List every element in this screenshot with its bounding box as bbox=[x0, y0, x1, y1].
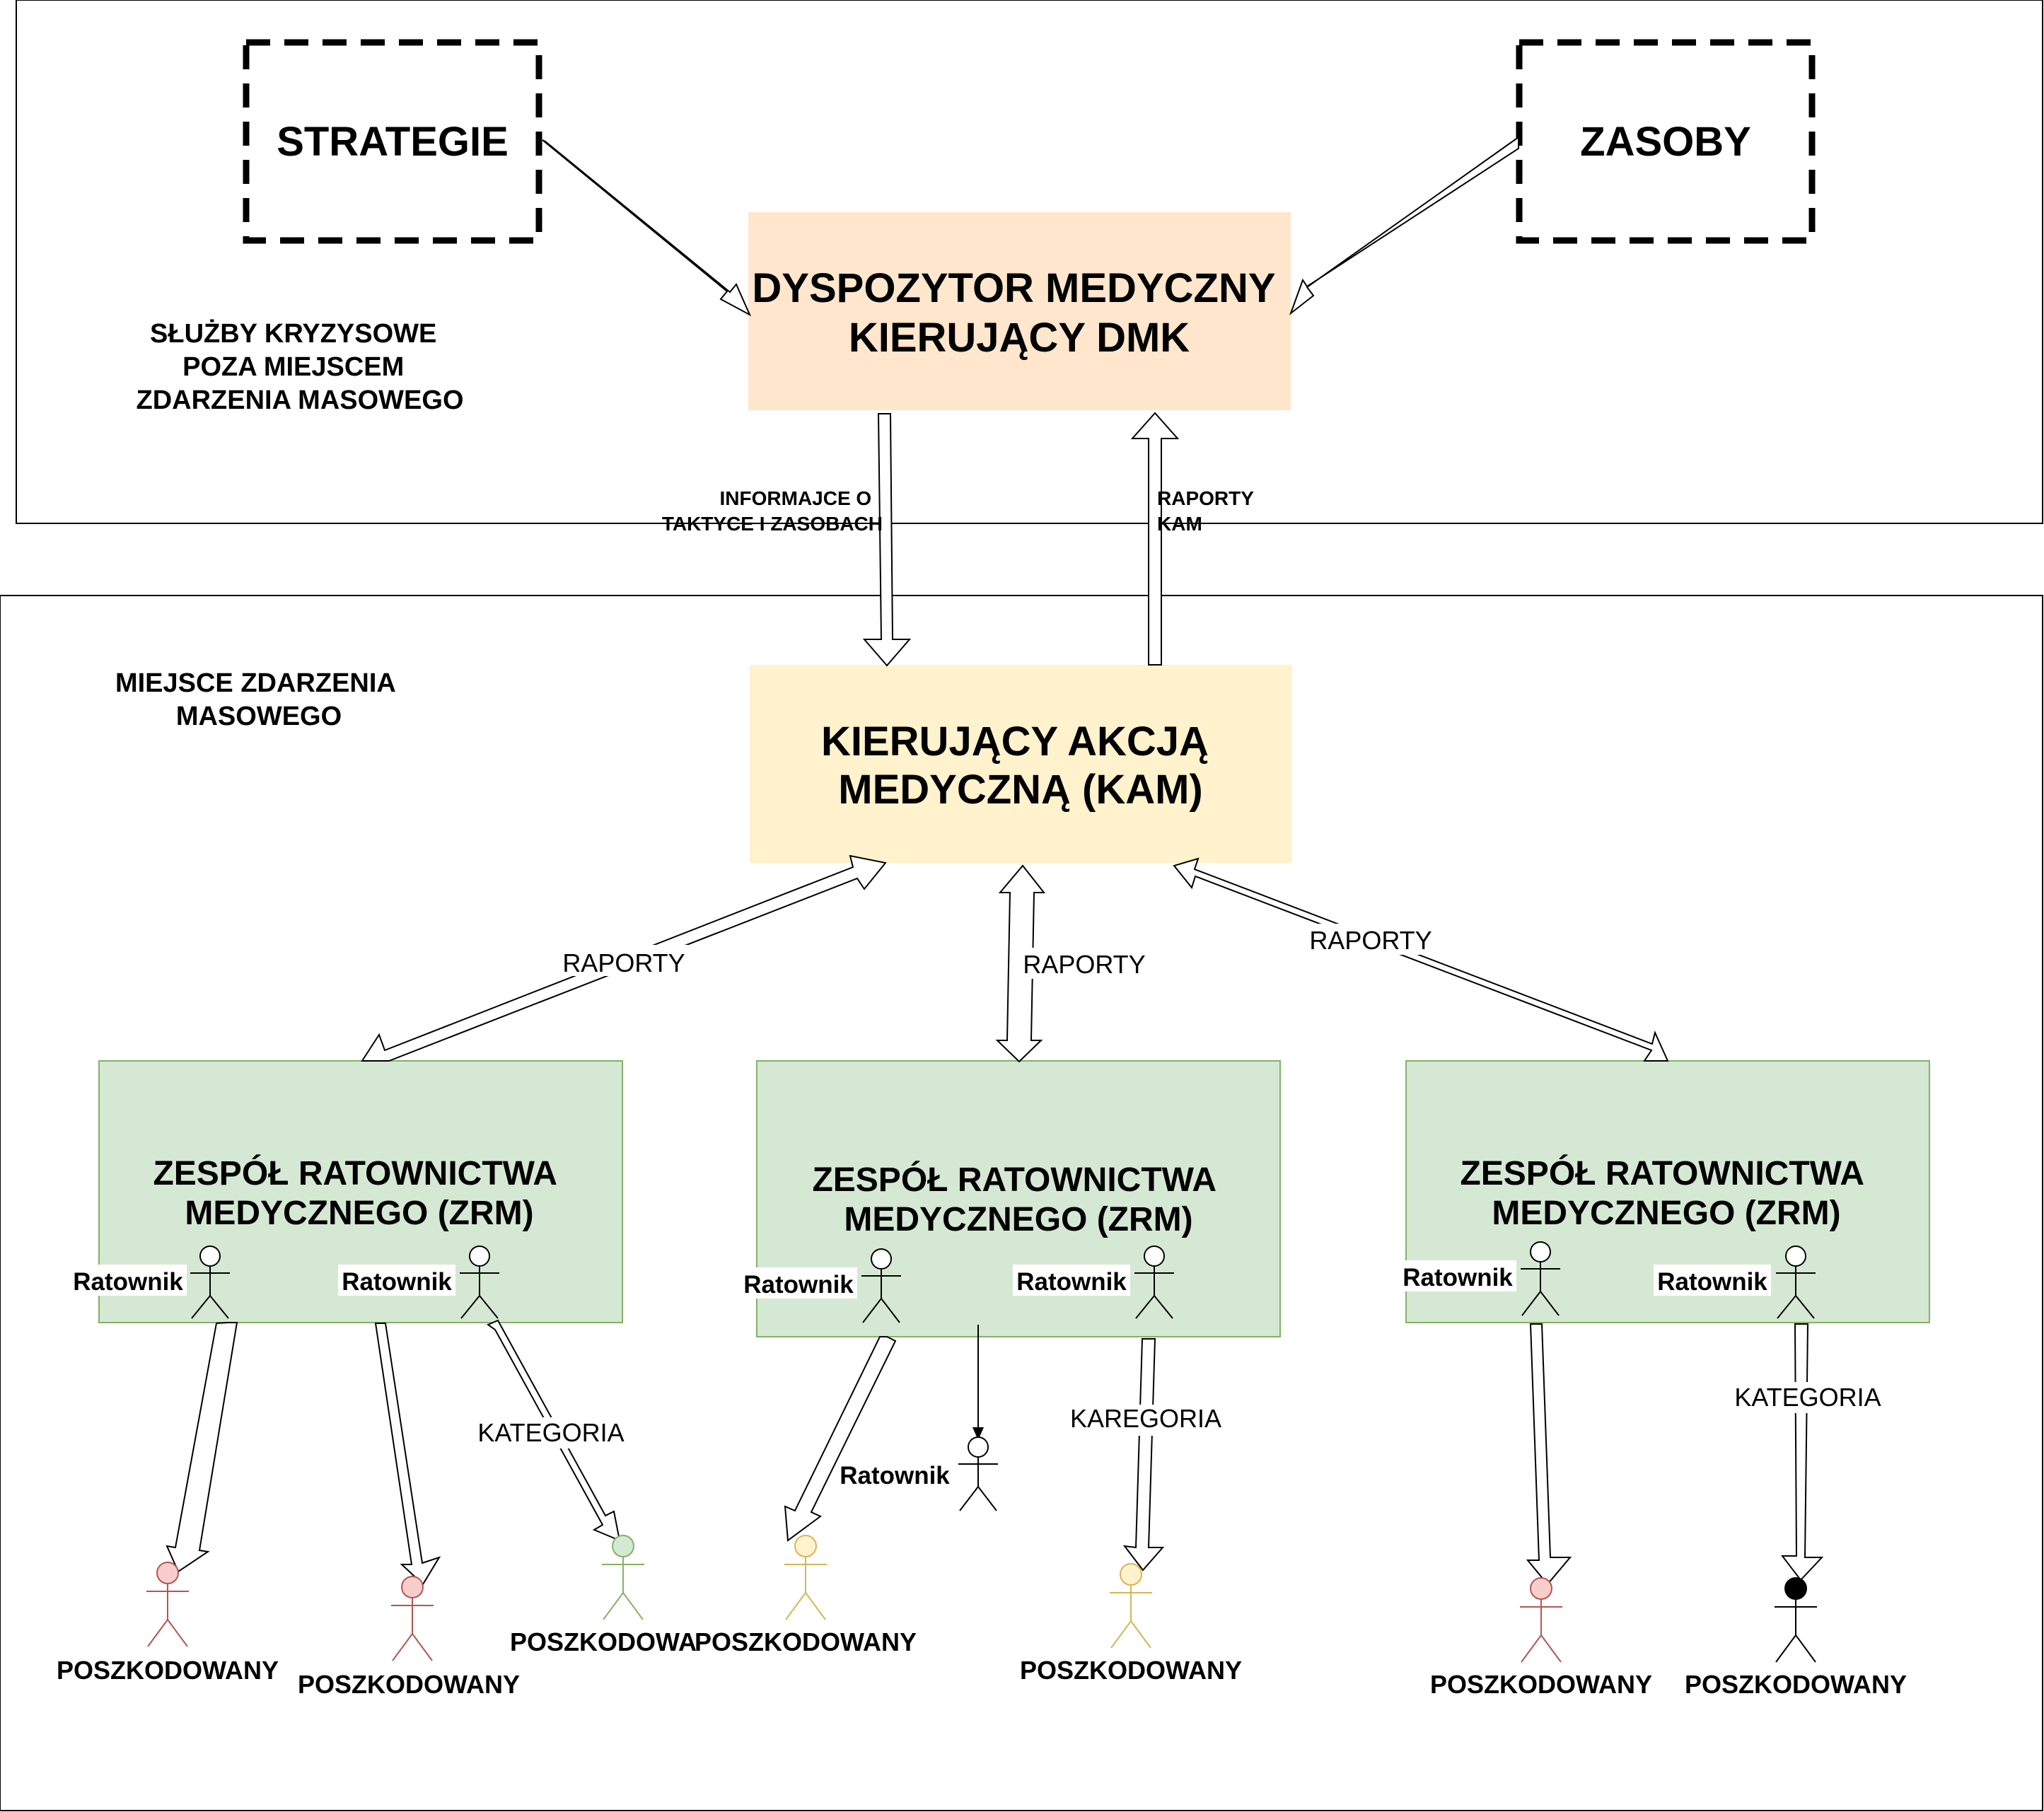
victim-label: POSZKODOWANY bbox=[510, 1627, 732, 1656]
victim-label: POSZKODOWANY bbox=[298, 1670, 520, 1699]
scene-area-frame bbox=[0, 595, 2043, 1811]
ratownik-figure bbox=[1134, 1245, 1174, 1319]
arrow-zrm1-r2-victim bbox=[374, 1323, 441, 1586]
raporty-label-1-bg bbox=[559, 945, 689, 976]
raporty-label-2: RAPORTY bbox=[1023, 950, 1145, 979]
zrm-label-3: ZESPÓŁ RATOWNICTWA MEDYCZNEGO (ZRM) bbox=[1460, 1154, 1872, 1232]
arrow-zasoby-to-dmk bbox=[1289, 136, 1519, 315]
extra-ratownik-label: Ratownik bbox=[840, 1462, 950, 1489]
ratownik-label: Ratownik bbox=[1016, 1268, 1127, 1296]
raporty-label-3: RAPORTY bbox=[1309, 926, 1432, 955]
kam-label: KIERUJĄCY AKCJĄ MEDYCZNĄ (KAM) bbox=[821, 719, 1220, 813]
kategoria-label-3-bg bbox=[1731, 1382, 1883, 1413]
victim-label: POSZKODOWANY bbox=[1430, 1670, 1652, 1699]
ratownik-label-bg bbox=[338, 1265, 455, 1296]
ratownik-label-bg bbox=[1013, 1265, 1130, 1296]
zasoby-label: ZASOBY bbox=[1580, 119, 1751, 165]
ratownik-label-bg bbox=[740, 1267, 857, 1299]
ratownik-label-bg bbox=[69, 1265, 187, 1296]
kam-box bbox=[750, 665, 1292, 863]
victim-label: POSZKODOWANY bbox=[695, 1627, 917, 1656]
ratownik-figure bbox=[190, 1245, 230, 1319]
strategie-label: STRATEGIE bbox=[277, 119, 509, 165]
ratownik-figure bbox=[1776, 1245, 1816, 1319]
raporty-kam-label: RAPORTY KAM bbox=[1157, 487, 1259, 535]
arrow-dmk-to-kam bbox=[862, 413, 912, 667]
victim-figure-green bbox=[602, 1535, 644, 1620]
ratownik-label: Ratownik bbox=[1403, 1264, 1513, 1291]
victim-label: POSZKODOWANY bbox=[1685, 1670, 1907, 1699]
arrow-zrm2-r1-victim bbox=[784, 1336, 897, 1542]
arrow-zrm3-kategoria bbox=[1780, 1323, 1824, 1581]
victim-figure-red bbox=[146, 1562, 189, 1647]
zrm-label-2: ZESPÓŁ RATOWNICTWA MEDYCZNEGO (ZRM) bbox=[812, 1160, 1224, 1238]
victim-figure-black bbox=[1775, 1577, 1817, 1663]
dmk-label: DYSPOZYTOR MEDYCZNY KIERUJĄCY DMK bbox=[752, 265, 1286, 361]
arrow-strategie-to-dmk bbox=[542, 139, 752, 317]
ratownik-label: Ratownik bbox=[1657, 1268, 1767, 1296]
raporty-label-3-bg bbox=[1306, 924, 1436, 955]
victim-label: POSZKODOWANY bbox=[57, 1656, 279, 1685]
info-label: INFORMAJCE O TAKTYCE I ZASOBACH bbox=[662, 487, 883, 535]
ratownik-label-bg bbox=[1399, 1260, 1516, 1291]
ratownik-label: Ratownik bbox=[342, 1268, 452, 1296]
outer-area-frame bbox=[16, 0, 2043, 524]
ratownik-figure bbox=[1521, 1241, 1560, 1316]
kategoria-label-2: KAREGORIA bbox=[1070, 1404, 1221, 1433]
raporty-label-2-bg bbox=[1020, 948, 1150, 979]
victim-label-bg bbox=[696, 1628, 915, 1659]
extra-ratownik-figure bbox=[958, 1436, 998, 1511]
victim-label: POSZKODOWANY bbox=[1020, 1656, 1242, 1685]
arrowhead-extra-ratownik bbox=[972, 1427, 984, 1440]
ratownik-figure bbox=[861, 1248, 901, 1323]
ratownik-label-bg bbox=[1654, 1265, 1771, 1296]
arrow-zrm3-r1-victim bbox=[1526, 1323, 1572, 1586]
kategoria-label-2-bg bbox=[1068, 1405, 1222, 1436]
dmk-box bbox=[748, 212, 1291, 410]
raporty-label-1: RAPORTY bbox=[562, 948, 685, 977]
arrow-zrm3-kam bbox=[1173, 857, 1669, 1062]
kategoria-label-1-bg bbox=[475, 1417, 627, 1448]
strategie-box bbox=[243, 39, 542, 244]
ratownik-figure bbox=[460, 1245, 499, 1319]
victim-figure-red bbox=[1520, 1577, 1562, 1663]
victim-figure-yellow bbox=[784, 1535, 827, 1620]
victim-figure-red bbox=[391, 1576, 434, 1661]
arrow-kam-to-dmk bbox=[1130, 412, 1180, 666]
ratownik-label: Ratownik bbox=[73, 1268, 183, 1296]
scene-area-label: MIEJSCE ZDARZENIA MASOWEGO bbox=[115, 668, 402, 731]
arrow-zrm2-karegoria bbox=[1122, 1338, 1165, 1572]
zrm-label-1: ZESPÓŁ RATOWNICTWA MEDYCZNEGO (ZRM) bbox=[153, 1154, 565, 1232]
kategoria-label-3: KATEGORIA bbox=[1734, 1383, 1881, 1412]
victim-figure-yellow bbox=[1110, 1563, 1152, 1649]
arrow-zrm1-r1-victim bbox=[166, 1322, 238, 1573]
outer-area-label: SŁUŻBY KRYZYSOWE POZA MIEJSCEM ZDARZENIA… bbox=[136, 319, 463, 415]
kategoria-label-1: KATEGORIA bbox=[477, 1418, 624, 1447]
ratownik-label: Ratownik bbox=[743, 1271, 854, 1299]
